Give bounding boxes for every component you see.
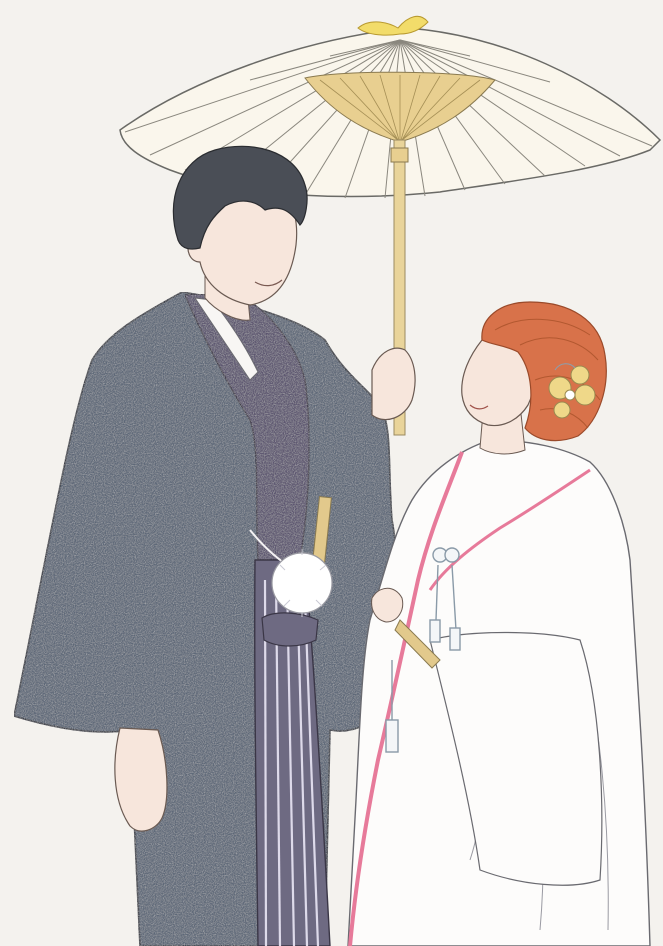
haori-pompom [271, 552, 333, 614]
groom-hair [172, 145, 308, 250]
parasol-shaft [393, 139, 406, 436]
groom [13, 145, 416, 946]
bride-hair [481, 301, 607, 442]
bride-collar-pink-inner [428, 468, 591, 591]
pompom-fluff [279, 549, 327, 617]
groom-collar [193, 297, 259, 381]
bride-hand [371, 587, 404, 623]
bride-cord-ornament [385, 547, 461, 753]
parasol-ribbon [357, 15, 429, 36]
bride-smile [469, 404, 489, 410]
groom-smile [254, 279, 283, 287]
bride-kanzashi [548, 363, 596, 419]
bride-fan [394, 619, 441, 669]
bride-sleeve [429, 631, 603, 886]
parasol-collar [390, 147, 409, 163]
bride-collar-pink [348, 451, 464, 946]
bride [347, 301, 651, 946]
groom-right-hand [114, 727, 168, 832]
groom-left-hand [371, 347, 416, 421]
hakama-himo-knot [261, 612, 319, 647]
groom-kimono [183, 293, 310, 561]
parasol-web-lines [319, 74, 481, 141]
